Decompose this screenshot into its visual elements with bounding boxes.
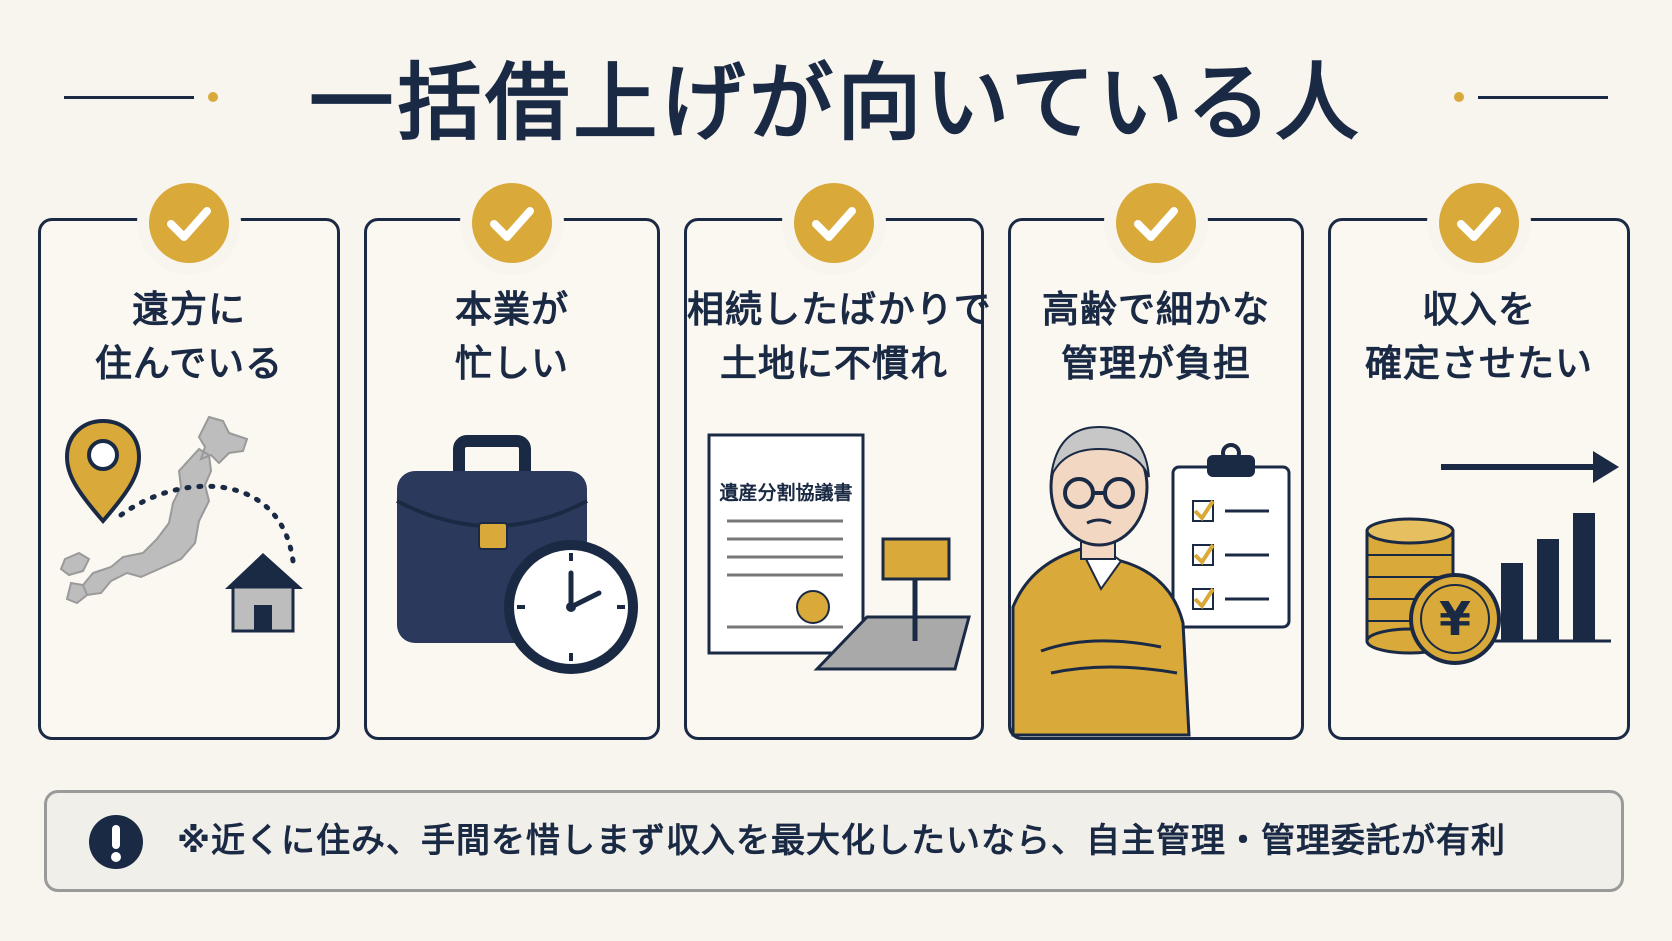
title-dot-right [1454, 92, 1464, 102]
card-title-line2: 管理が負担 [1061, 342, 1251, 385]
card-remote-owner: 遠方に 住んでいる [38, 183, 340, 740]
card-title: 遠方に 住んでいる [41, 283, 337, 391]
card-title: 相続したばかりで 土地に不慣れ [687, 283, 992, 391]
coins-chart-illustration: ¥ [1365, 451, 1619, 665]
card-title-line1: 収入を [1422, 288, 1536, 331]
card-title-line1: 高齢で細かな [1042, 288, 1270, 331]
note-text: ※近くに住み、手間を惜しまず収入を最大化したいなら、自主管理・管理委託が有利 [177, 821, 1507, 861]
check-icon [149, 183, 229, 263]
check-icon [1439, 183, 1519, 263]
page-title: 一括借上げが向いている人 [309, 54, 1363, 152]
card-busy-worker: 本業が 忙しい [364, 183, 660, 740]
land-plot-icon [813, 537, 971, 671]
map-pin-japan-house-illustration [59, 415, 303, 633]
card-title: 高齢で細かな 管理が負担 [1011, 283, 1301, 391]
title-dot-left [208, 92, 218, 102]
card-title-line1: 相続したばかりで [687, 288, 992, 331]
map-pin-icon [64, 418, 142, 525]
document-label: 遺産分割協議書 [719, 481, 852, 504]
title-line-right [1478, 96, 1608, 99]
bar-chart-icon [1491, 513, 1611, 643]
check-icon [472, 183, 552, 263]
card-title-line2: 住んでいる [94, 342, 284, 385]
card-title: 本業が 忙しい [367, 283, 657, 391]
travel-route-line [118, 483, 296, 564]
document-icon: 遺産分割協議書 [707, 433, 865, 655]
card-title-line1: 遠方に [132, 288, 246, 331]
note-box: ※近くに住み、手間を惜しまず収入を最大化したいなら、自主管理・管理委託が有利 [44, 790, 1624, 892]
card-title: 収入を 確定させたい [1331, 283, 1627, 391]
title-row: 一括借上げが向いている人 [0, 38, 1672, 168]
arrow-right-icon [1441, 451, 1619, 483]
card-title-line2: 確定させたい [1365, 342, 1593, 385]
house-icon [225, 553, 303, 633]
japan-map-icon [59, 415, 249, 605]
elderly-man-icon [1011, 425, 1191, 737]
card-title-line1: 本業が [455, 288, 569, 331]
clock-icon [504, 540, 638, 674]
exclamation-icon [89, 815, 143, 869]
document-land-illustration: 遺産分割協議書 [707, 433, 971, 671]
card-elderly-owner: 高齢で細かな 管理が負担 [1008, 183, 1304, 740]
briefcase-clock-illustration [396, 435, 638, 674]
yen-coin-icon: ¥ [1409, 573, 1501, 665]
card-title-line2: 忙しい [455, 342, 569, 385]
card-fixed-income: 収入を 確定させたい ¥ [1328, 183, 1630, 740]
card-new-heir: 相続したばかりで 土地に不慣れ 遺産分割協議書 [684, 183, 992, 740]
card-title-line2: 土地に不慣れ [720, 342, 948, 385]
clipboard-checklist-icon [1171, 443, 1291, 629]
title-line-left [64, 96, 194, 99]
elderly-man-checklist-illustration [1011, 425, 1291, 737]
check-icon [1116, 183, 1196, 263]
yen-symbol: ¥ [1439, 592, 1471, 646]
check-icon [794, 183, 874, 263]
